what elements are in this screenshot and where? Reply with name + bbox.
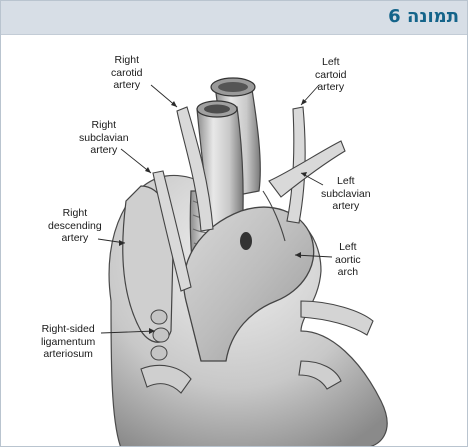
aortic-arch-illustration — [97, 77, 388, 446]
label-left-carotid-artery: Left cartoid artery — [315, 56, 347, 93]
label-right-descending-artery: Right descending artery — [48, 207, 102, 244]
label-right-carotid-artery: Right carotid artery — [111, 54, 143, 91]
pulmonary-branch-right — [140, 364, 192, 394]
label-ligamentum-arteriosum: Right-sided ligamentum arteriosum — [41, 323, 96, 360]
left-subclavian-artery — [268, 140, 346, 198]
right-subclavian-artery — [152, 170, 192, 292]
aortic-arch — [183, 206, 315, 362]
figure-title: תמונה 6 — [388, 6, 459, 27]
anatomy-figure: Right carotid artery Left cartoid artery… — [1, 35, 467, 446]
label-left-subclavian-artery: Left subclavian artery — [321, 175, 371, 212]
right-carotid-artery — [176, 106, 214, 232]
pulmonary-branch-left — [298, 360, 342, 390]
label-left-aortic-arch: Left aortic arch — [335, 241, 361, 278]
figure-header: תמונה 6 — [1, 1, 467, 35]
label-right-subclavian-artery: Right subclavian artery — [79, 119, 129, 156]
ligamentum-arteriosum — [150, 309, 170, 361]
left-carotid-artery — [286, 106, 306, 224]
